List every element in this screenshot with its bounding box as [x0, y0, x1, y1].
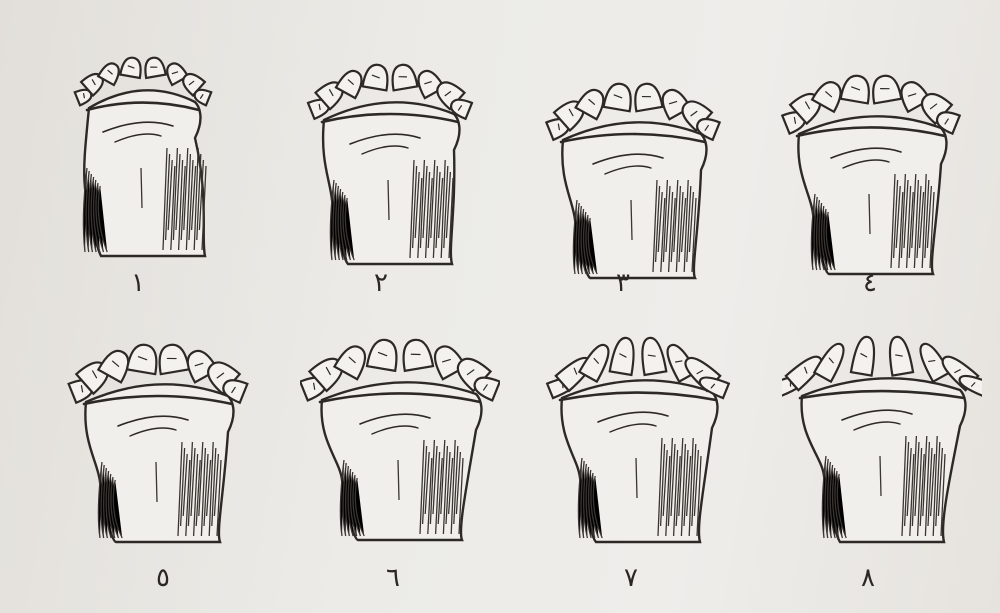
incisor-tooth — [143, 56, 166, 78]
incisor-tooth — [127, 343, 160, 375]
jaw-sketch-3 — [533, 46, 733, 286]
incisor-tooth — [610, 336, 638, 375]
jaw-sketch-2 — [290, 32, 490, 272]
incisor-tooth — [886, 335, 913, 375]
jaw-drawing — [782, 310, 982, 550]
jaw-number-label: ٣ — [603, 270, 643, 296]
jaw-sketch-1 — [43, 24, 243, 264]
incisor-tooth — [156, 343, 189, 375]
incisor-tooth — [363, 63, 391, 91]
incisor-tooth — [870, 74, 901, 104]
caption-fragment — [470, 594, 550, 604]
jaw-number-label: ٤ — [850, 270, 890, 296]
jaw-sketch-8 — [782, 310, 982, 550]
incisor-tooth — [579, 341, 614, 382]
incisor-tooth — [841, 74, 872, 104]
jaw-sketch-4 — [771, 42, 971, 282]
jaw-sketch-6 — [300, 308, 500, 548]
dental-age-figure: ١ ٢ ٣ ٤ ٥ ٦ ٧ ٨ — [28, 18, 978, 600]
incisor-tooth — [367, 338, 400, 371]
incisor-tooth — [851, 335, 878, 375]
jaw-number-label: ٢ — [361, 270, 401, 296]
jaw-number-label: ٨ — [848, 565, 888, 591]
jaw-number-label: ٦ — [373, 565, 413, 591]
jaw-number-label: ٥ — [143, 565, 183, 591]
incisor-tooth — [120, 56, 143, 78]
jaw-sketch-5 — [58, 310, 258, 550]
jaw-drawing — [533, 46, 733, 286]
incisor-tooth — [390, 63, 418, 91]
jaw-number-label: ١ — [118, 270, 158, 296]
jaw-drawing — [290, 32, 490, 272]
incisor-tooth — [639, 336, 667, 375]
incisor-tooth — [400, 338, 433, 371]
incisor-tooth — [632, 82, 662, 112]
jaw-sketch-7 — [538, 310, 738, 550]
jaw-drawing — [58, 310, 258, 550]
incisor-tooth — [604, 82, 634, 112]
jaw-drawing — [43, 24, 243, 264]
jaw-drawing — [300, 308, 500, 548]
jaw-drawing — [771, 42, 971, 282]
jaw-number-label: ٧ — [611, 565, 651, 591]
jaw-drawing — [538, 310, 738, 550]
